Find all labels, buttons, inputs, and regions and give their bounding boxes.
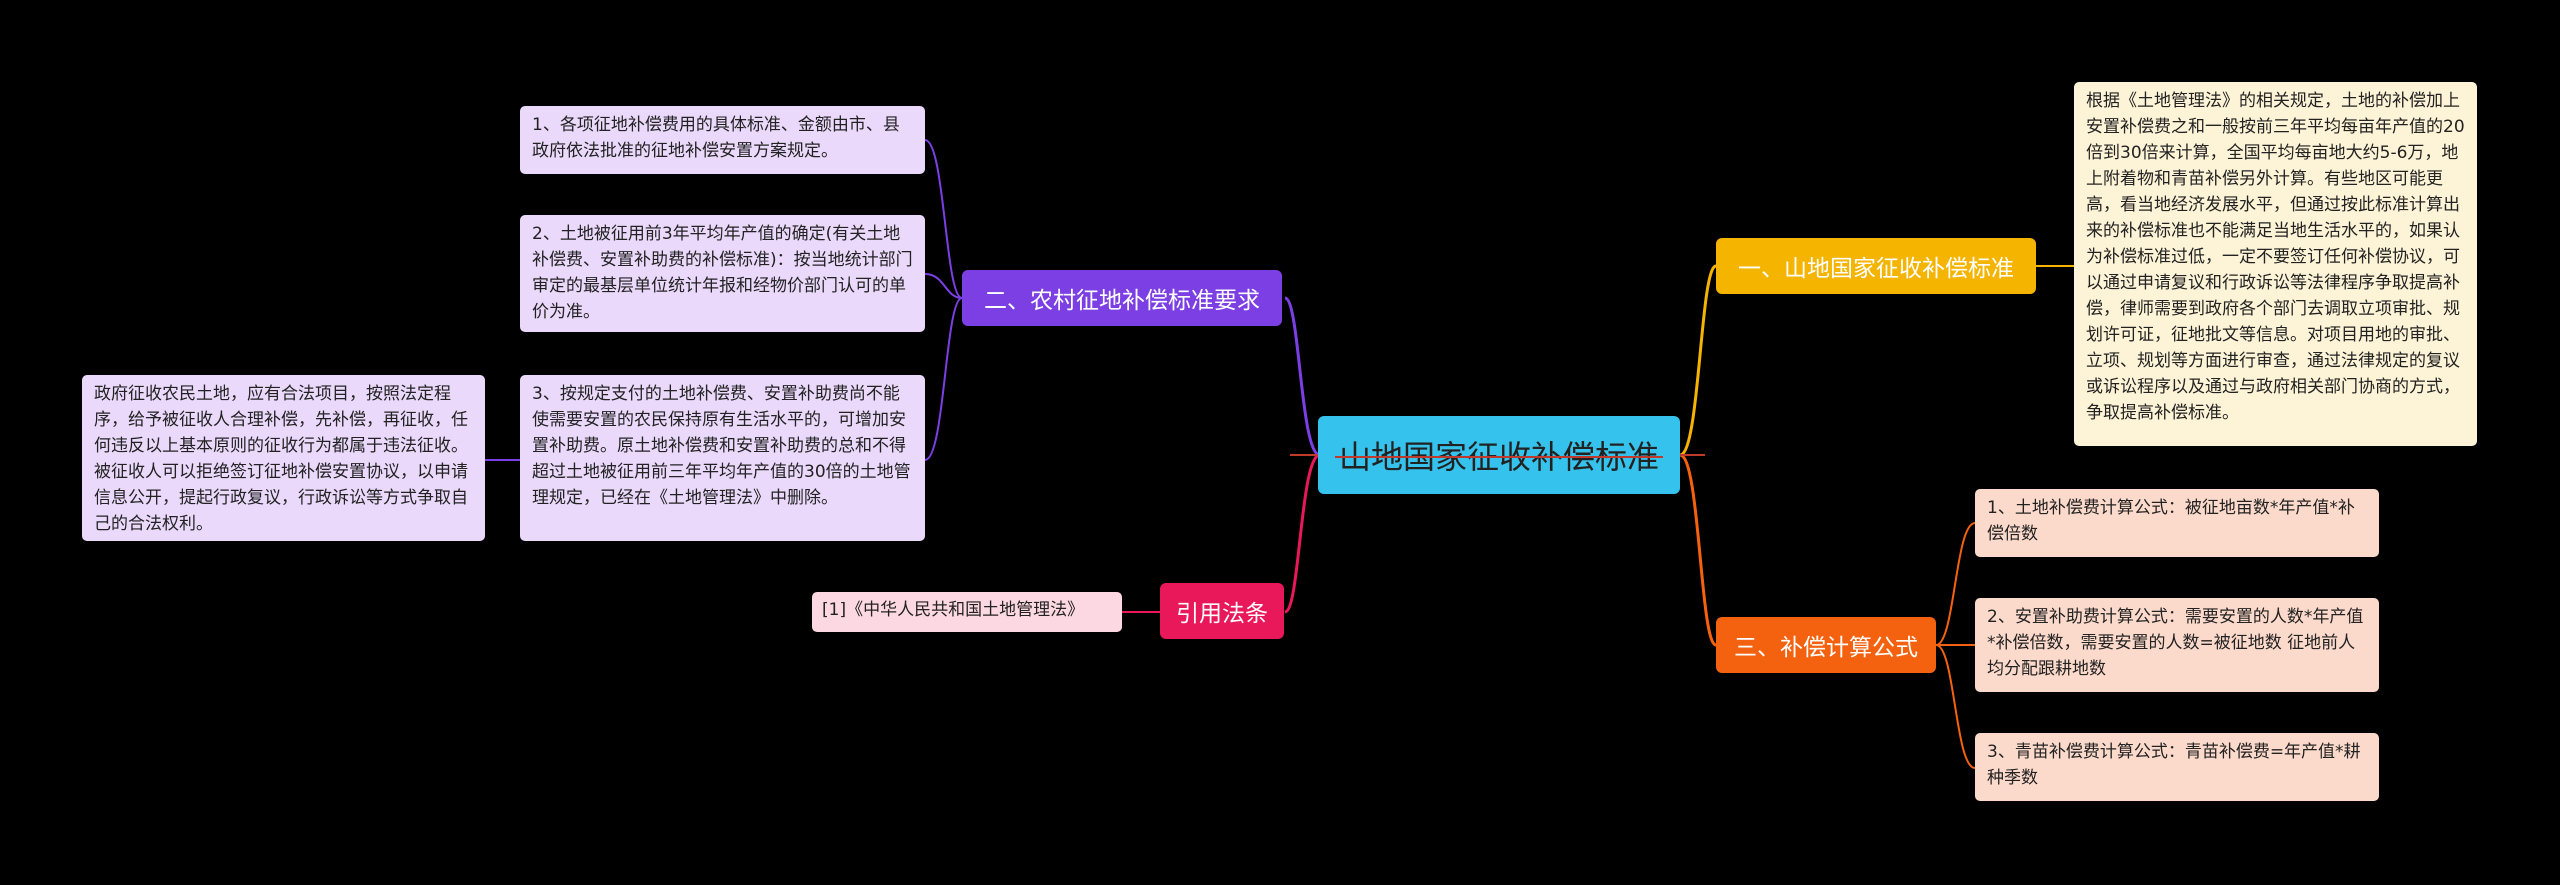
citation-item-1-text: [1]《中华人民共和国土地管理法》 bbox=[822, 600, 1085, 620]
rural-item-2-text: 2、土地被征用前3年平均年产值的确定(有关土地补偿费、安置补助费的补偿标准)：按… bbox=[532, 224, 913, 322]
branch-rural-standard-label: 二、农村征地补偿标准要求 bbox=[984, 288, 1260, 314]
rural-item-1-text: 1、各项征地补偿费用的具体标准、金额由市、县政府依法批准的征地补偿安置方案规定。 bbox=[532, 115, 900, 161]
branch-formula-label: 三、补偿计算公式 bbox=[1734, 635, 1918, 661]
formula-item-2[interactable]: 2、安置补助费计算公式：需要安置的人数*年产值*补偿倍数，需要安置的人数=被征地… bbox=[1975, 598, 2379, 692]
branch-citation[interactable]: 引用法条 bbox=[1160, 583, 1284, 639]
formula-item-1[interactable]: 1、土地补偿费计算公式：被征地亩数*年产值*补偿倍数 bbox=[1975, 489, 2379, 557]
citation-item-1[interactable]: [1]《中华人民共和国土地管理法》 bbox=[812, 592, 1122, 632]
rural-item-3[interactable]: 3、按规定支付的土地补偿费、安置补助费尚不能使需要安置的农民保持原有生活水平的，… bbox=[520, 375, 925, 541]
formula-item-3-text: 3、青苗补偿费计算公式：青苗补偿费=年产值*耕种季数 bbox=[1987, 742, 2361, 788]
branch-mountain-standard[interactable]: 一、山地国家征收补偿标准 bbox=[1716, 238, 2036, 294]
rural-item-1[interactable]: 1、各项征地补偿费用的具体标准、金额由市、县政府依法批准的征地补偿安置方案规定。 bbox=[520, 106, 925, 174]
central-topic[interactable]: 山地国家征收补偿标准 bbox=[1318, 416, 1680, 494]
rural-sub-note[interactable]: 政府征收农民土地，应有合法项目，按照法定程序，给予被征收人合理补偿，先补偿，再征… bbox=[82, 375, 485, 541]
branch-mountain-standard-label: 一、山地国家征收补偿标准 bbox=[1738, 256, 2014, 282]
mountain-item-1[interactable]: 根据《土地管理法》的相关规定，土地的补偿加上安置补偿费之和一般按前三年平均每亩年… bbox=[2074, 82, 2477, 446]
branch-formula[interactable]: 三、补偿计算公式 bbox=[1716, 617, 1936, 673]
rural-item-3-text: 3、按规定支付的土地补偿费、安置补助费尚不能使需要安置的农民保持原有生活水平的，… bbox=[532, 384, 911, 508]
formula-item-3[interactable]: 3、青苗补偿费计算公式：青苗补偿费=年产值*耕种季数 bbox=[1975, 733, 2379, 801]
formula-item-1-text: 1、土地补偿费计算公式：被征地亩数*年产值*补偿倍数 bbox=[1987, 498, 2355, 544]
branch-rural-standard[interactable]: 二、农村征地补偿标准要求 bbox=[962, 270, 1282, 326]
rural-item-2[interactable]: 2、土地被征用前3年平均年产值的确定(有关土地补偿费、安置补助费的补偿标准)：按… bbox=[520, 215, 925, 332]
rural-sub-note-text: 政府征收农民土地，应有合法项目，按照法定程序，给予被征收人合理补偿，先补偿，再征… bbox=[94, 384, 468, 534]
mountain-item-1-text: 根据《土地管理法》的相关规定，土地的补偿加上安置补偿费之和一般按前三年平均每亩年… bbox=[2086, 91, 2465, 423]
central-topic-label: 山地国家征收补偿标准 bbox=[1334, 432, 1664, 478]
branch-citation-label: 引用法条 bbox=[1176, 601, 1268, 627]
formula-item-2-text: 2、安置补助费计算公式：需要安置的人数*年产值*补偿倍数，需要安置的人数=被征地… bbox=[1987, 607, 2364, 679]
